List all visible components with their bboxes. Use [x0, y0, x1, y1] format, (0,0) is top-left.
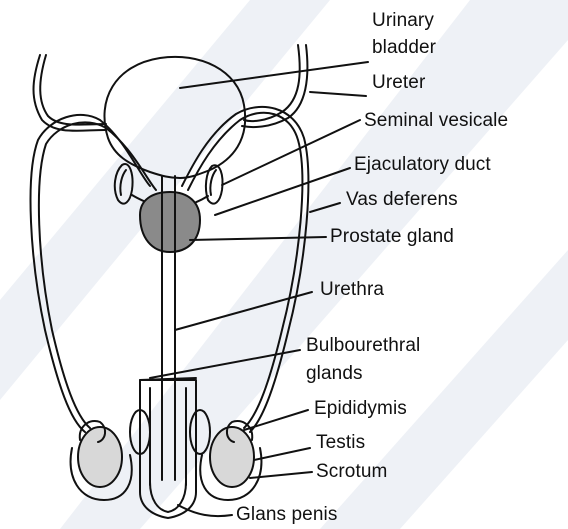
label-seminal-vesicle: Seminal vesicale: [364, 110, 508, 131]
leader-testis: [254, 448, 310, 460]
label-glans-penis: Glans penis: [236, 504, 337, 525]
leader-vas-deferens: [310, 203, 340, 212]
penis-shaft: [140, 380, 196, 518]
leader-seminal-vesicle: [222, 120, 360, 185]
bulbourethral-gland-right: [190, 410, 210, 454]
vas-deferens-right-inner: [182, 107, 308, 432]
ureter-left-inner: [40, 55, 106, 125]
label-ejaculatory-duct: Ejaculatory duct: [354, 154, 491, 175]
label-urethra: Urethra: [320, 279, 384, 300]
ureter-left: [34, 55, 106, 131]
label-epididymis: Epididymis: [314, 398, 407, 419]
leader-urinary-bladder: [180, 62, 368, 88]
seminal-vesicle-left: [115, 164, 133, 204]
label-vas-deferens: Vas deferens: [346, 189, 458, 210]
label-prostate-gland: Prostate gland: [330, 226, 454, 247]
label-bulbourethral-line2: glands: [306, 363, 363, 384]
urinary-bladder: [104, 57, 245, 178]
label-bulbourethral-line1: Bulbourethral: [306, 335, 420, 356]
label-urinary-bladder-line1: Urinary: [372, 10, 434, 31]
leader-urethra: [175, 292, 312, 330]
label-testis: Testis: [316, 432, 365, 453]
prostate-gland: [140, 192, 200, 252]
vas-deferens-left: [31, 115, 150, 432]
label-scrotum: Scrotum: [316, 461, 387, 482]
testis-left: [78, 427, 122, 487]
leader-ejaculatory-duct: [215, 168, 350, 215]
label-urinary-bladder-line2: bladder: [372, 37, 436, 58]
ureter-right: [244, 45, 300, 121]
vas-deferens-right: [188, 113, 302, 428]
label-ureter: Ureter: [372, 72, 425, 93]
testis-right: [210, 427, 254, 487]
leader-ureter: [310, 92, 366, 96]
